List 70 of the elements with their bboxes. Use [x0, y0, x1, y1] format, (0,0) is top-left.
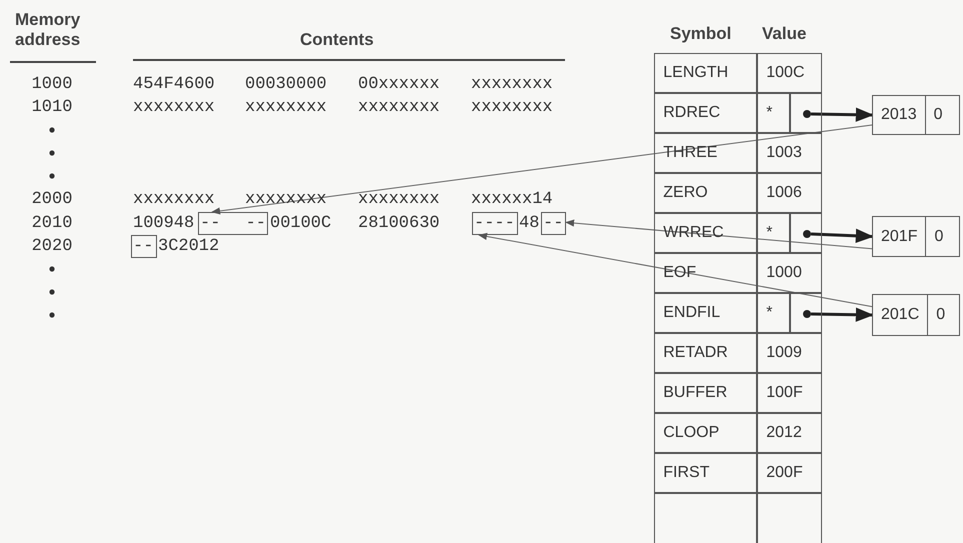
table-cell: RDREC [654, 93, 758, 134]
table-cell: ENDFIL [654, 293, 758, 334]
memory-word: xxxxxxxx [133, 97, 215, 119]
table-cell: FIRST [654, 453, 758, 494]
memory-word: 00100C [270, 213, 332, 235]
byte-box [131, 235, 157, 258]
table-cell: 1000 [757, 253, 822, 294]
node-value: 2013 [880, 105, 918, 125]
memory-word: xxxxxx14 [471, 189, 553, 211]
arrow [211, 124, 872, 214]
table-cell: * [757, 293, 790, 334]
node-value: 0 [925, 217, 952, 256]
memory-word: 00xxxxxx [358, 74, 440, 96]
arrow [478, 232, 872, 308]
memory-word: xxxxxxxx [358, 189, 440, 211]
memory-word: xxxxxxxx [358, 97, 440, 119]
list-node [872, 294, 960, 336]
column-heading: Value [762, 24, 808, 44]
node-value: 201F [880, 226, 918, 246]
byte-box [198, 212, 268, 235]
column-heading: Contents [300, 30, 375, 50]
memory-word: xxxxxxxx [471, 74, 553, 96]
memory-word: 100948 [133, 213, 194, 235]
pointer-dot [803, 230, 811, 238]
memory-address: 2010 [30, 213, 74, 235]
table-cell: 100C [757, 53, 822, 94]
list-node [872, 95, 960, 135]
memory-word: 454F4600 [133, 74, 215, 96]
table-cell: 200F [757, 453, 822, 494]
memory-address: 1000 [30, 74, 74, 96]
pointer-dot [803, 110, 811, 118]
table-cell: * [757, 213, 790, 254]
node-value: 0 [927, 295, 954, 335]
table-cell: 1003 [757, 133, 822, 174]
memory-word: xxxxxxxx [471, 97, 553, 119]
memory-word: 28100630 [358, 213, 440, 235]
byte-text: -- [246, 212, 266, 234]
memory-word: xxxxxxxx [245, 97, 327, 119]
pointer-dot [803, 310, 811, 318]
table-cell: LENGTH [654, 53, 758, 94]
table-cell: 1006 [757, 173, 822, 214]
byte-text: ---- [474, 212, 515, 234]
arrow [810, 228, 874, 244]
table-cell: 2012 [757, 413, 822, 454]
list-node [872, 216, 960, 257]
table-cell: BUFFER [654, 373, 758, 414]
node-value: 201C [880, 305, 920, 325]
table-cell: RETADR [654, 333, 758, 374]
column-heading: Memory address [15, 10, 82, 50]
table-cell: * [757, 93, 790, 134]
memory-address: 2020 [30, 236, 74, 258]
byte-text: -- [133, 236, 154, 258]
table-cell: CLOOP [654, 413, 758, 454]
memory-word: 3C2012 [158, 236, 220, 258]
byte-text: -- [200, 212, 220, 234]
column-heading: Symbol [670, 24, 732, 44]
memory-word: xxxxxxxx [133, 189, 215, 211]
memory-address: 2000 [30, 189, 74, 211]
node-value: 0 [924, 96, 950, 134]
table-cell: 1009 [757, 333, 822, 374]
byte-text: -- [543, 212, 564, 234]
arrow [565, 219, 872, 250]
arrow [810, 108, 874, 122]
table-cell: THREE [654, 133, 758, 174]
memory-word: 00030000 [245, 74, 327, 96]
memory-word: 48 [519, 213, 540, 235]
arrow [810, 308, 874, 322]
table-cell: 100F [757, 373, 822, 414]
table-cell: ZERO [654, 173, 758, 214]
memory-address: 1010 [30, 97, 74, 119]
